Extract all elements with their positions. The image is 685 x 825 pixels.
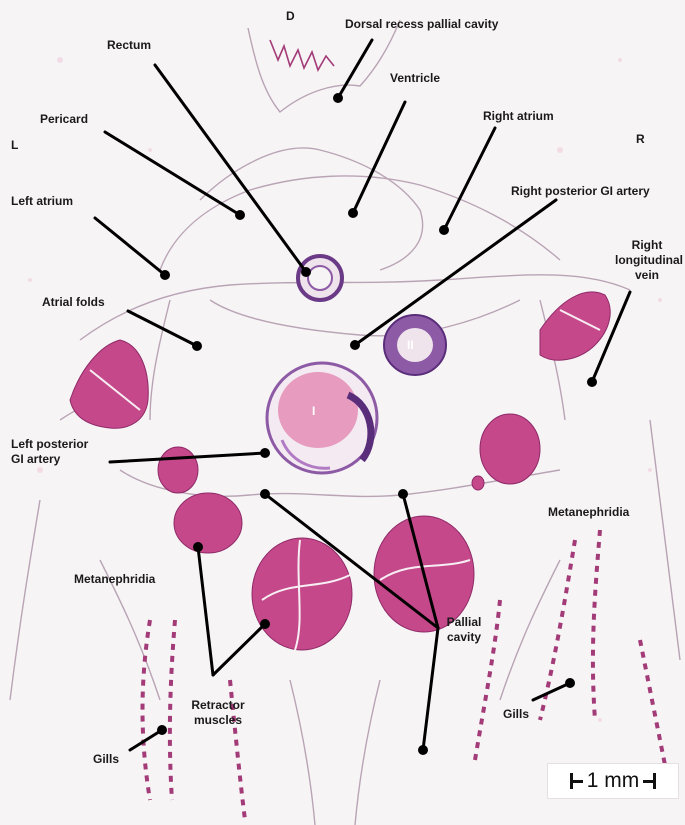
pointer-dot xyxy=(193,542,203,552)
leader-right-longitudinal-vein xyxy=(590,290,632,384)
label-right-atrium: Right atrium xyxy=(483,109,554,123)
pointer-dot xyxy=(260,489,270,499)
label-atrial-folds: Atrial folds xyxy=(42,295,105,309)
scale-bar: 1 mm xyxy=(548,764,678,798)
pointer-dot xyxy=(192,341,202,351)
pointer-dot xyxy=(260,619,270,629)
label-dorsal-recess-pallial-cavity: Dorsal recess pallial cavity xyxy=(345,17,499,31)
leader-right-atrium xyxy=(442,126,497,232)
scale-bar-label: 1 mm xyxy=(586,769,640,792)
label-pericard: Pericard xyxy=(40,112,89,126)
orientation-dorsal: D xyxy=(286,9,295,23)
leader-left-atrium xyxy=(93,216,167,277)
label-line: Retractor xyxy=(191,698,245,712)
label-left-posterior-gi-artery: Left posterior GI artery xyxy=(11,437,88,467)
pointer-dot xyxy=(235,210,245,220)
label-right-longitudinal-vein: Right longitudinal vein xyxy=(615,238,683,283)
leader-ventricle xyxy=(351,100,407,215)
label-line: vein xyxy=(634,268,659,282)
leader-retractor-a xyxy=(196,545,215,677)
orientation-right: R xyxy=(636,132,645,146)
leader-pallial-cavity-b xyxy=(401,492,440,630)
scale-bar-cap-left xyxy=(569,773,573,789)
leader-rectum xyxy=(153,63,308,274)
pointer-dot xyxy=(350,340,360,350)
pointer-dot xyxy=(333,93,343,103)
scale-bar-line xyxy=(572,779,583,783)
pointer-dot xyxy=(260,448,270,458)
label-line: Right xyxy=(631,238,663,252)
label-ventricle: Ventricle xyxy=(390,71,441,85)
leader-gills-left xyxy=(128,728,164,752)
leader-pallial-cavity-c xyxy=(421,626,440,752)
intestine-mark-i: I xyxy=(312,404,316,418)
label-line: GI artery xyxy=(11,452,61,466)
label-metanephridia-left: Metanephridia xyxy=(74,572,156,586)
scale-bar-line xyxy=(643,779,654,783)
intestine-mark-ii: II xyxy=(407,338,414,352)
pointer-dot xyxy=(398,489,408,499)
leader-pericard xyxy=(103,130,242,217)
label-line: Pallial xyxy=(446,615,482,629)
pointer-dot xyxy=(157,725,167,735)
leader-dorsal-recess xyxy=(336,38,374,100)
pointer-dot xyxy=(348,208,358,218)
label-gills-right: Gills xyxy=(503,707,530,721)
label-line: cavity xyxy=(446,630,482,644)
label-metanephridia-right: Metanephridia xyxy=(548,505,630,519)
label-line: muscles xyxy=(193,713,243,727)
label-line: longitudinal xyxy=(615,253,683,267)
leader-pallial-cavity-a xyxy=(263,492,440,630)
label-retractor-muscles: Retractor muscles xyxy=(184,698,252,728)
leader-retractor-b xyxy=(211,622,267,677)
pointer-dot xyxy=(301,267,311,277)
label-pallial-cavity: Pallial cavity xyxy=(438,615,490,645)
label-line: Left posterior xyxy=(11,437,89,451)
pointer-dot xyxy=(565,678,575,688)
leader-gills-right xyxy=(531,681,572,702)
pointer-dot xyxy=(160,270,170,280)
label-left-atrium: Left atrium xyxy=(11,194,74,208)
leader-left-posterior-gi-artery xyxy=(108,451,267,464)
leader-right-posterior-gi-artery xyxy=(353,198,558,347)
leader-atrial-folds xyxy=(126,309,199,348)
pointer-dot xyxy=(587,377,597,387)
label-gills-left: Gills xyxy=(93,752,120,766)
pointer-dot xyxy=(439,225,449,235)
scale-bar-cap-right xyxy=(653,773,657,789)
label-rectum: Rectum xyxy=(107,38,152,52)
label-right-posterior-gi-artery: Right posterior GI artery xyxy=(511,184,650,198)
orientation-left: L xyxy=(11,138,19,152)
pointer-dot xyxy=(418,745,428,755)
